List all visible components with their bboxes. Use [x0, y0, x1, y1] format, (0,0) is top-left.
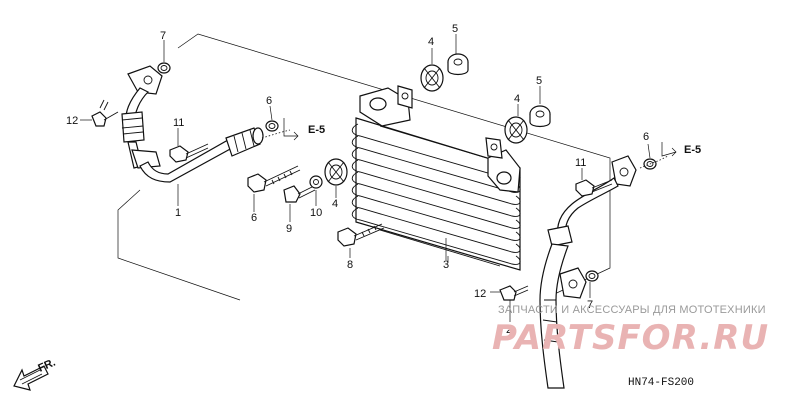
callout-5-upper: 5	[452, 23, 458, 35]
callout-12-lower: 12	[474, 288, 486, 300]
callout-4-lower: 4	[332, 198, 338, 210]
callout-6-right: 6	[643, 131, 649, 143]
bolt-part-12-upper	[91, 99, 119, 127]
grommet-middle	[504, 116, 528, 144]
diagram-code: HN74-FS200	[628, 377, 695, 389]
callout-5-middle: 5	[536, 75, 542, 87]
callout-2: 2	[506, 324, 512, 336]
callout-7-lower: 7	[587, 299, 593, 311]
o-ring-part-6-left	[265, 120, 279, 132]
bolt-part-8-lower	[337, 223, 385, 247]
grommet-lower	[324, 158, 348, 186]
callout-12-upper: 12	[66, 115, 78, 127]
reference-e5-left: E-5	[308, 124, 325, 136]
o-ring-part-7-lower	[585, 270, 599, 282]
callout-1: 1	[175, 207, 181, 219]
e5-reference-lines	[261, 118, 677, 169]
collar-upper	[447, 53, 469, 76]
collar-middle	[529, 105, 551, 128]
oil-pipe-upper	[121, 65, 264, 183]
callout-9: 9	[286, 223, 292, 235]
oil-cooler-core	[351, 85, 521, 271]
bolt-part-11-left	[169, 143, 209, 163]
leader-lines	[80, 34, 651, 322]
watermark-caption: ЗАПЧАСТИ И АКСЕССУАРЫ ДЛЯ МОТОТЕХНИКИ	[498, 304, 766, 316]
callout-labels: 7 12 11 1 6 6 9 10 4 8 4 5 4 5 3 11 6 12…	[66, 23, 649, 336]
front-indicator-label: FR.	[36, 357, 57, 375]
watermark-logo: PARTSFOR.RU	[492, 318, 770, 358]
bolt-part-8-upper	[247, 165, 301, 193]
washer-part-10	[309, 175, 323, 189]
callout-10: 10	[310, 207, 322, 219]
front-arrow-icon: FR.	[13, 357, 57, 391]
callout-11-right: 11	[575, 157, 586, 169]
bolt-part-11-right	[575, 179, 613, 197]
callout-7-upper: 7	[160, 30, 166, 42]
oil-pipe-lower	[539, 155, 637, 389]
callout-4-upper: 4	[428, 36, 434, 48]
reference-e5-right: E-5	[684, 144, 701, 156]
callout-11-left: 11	[173, 117, 184, 129]
bolt-part-12-lower	[499, 285, 529, 301]
screw-part-9	[283, 185, 316, 203]
callout-3: 3	[443, 259, 449, 271]
callout-4-middle: 4	[514, 93, 520, 105]
grommet-upper	[420, 64, 444, 92]
o-ring-part-7-upper	[157, 62, 171, 74]
callout-6-left: 6	[266, 95, 272, 107]
callout-6-lower: 6	[251, 212, 257, 224]
callout-8: 8	[347, 259, 353, 271]
